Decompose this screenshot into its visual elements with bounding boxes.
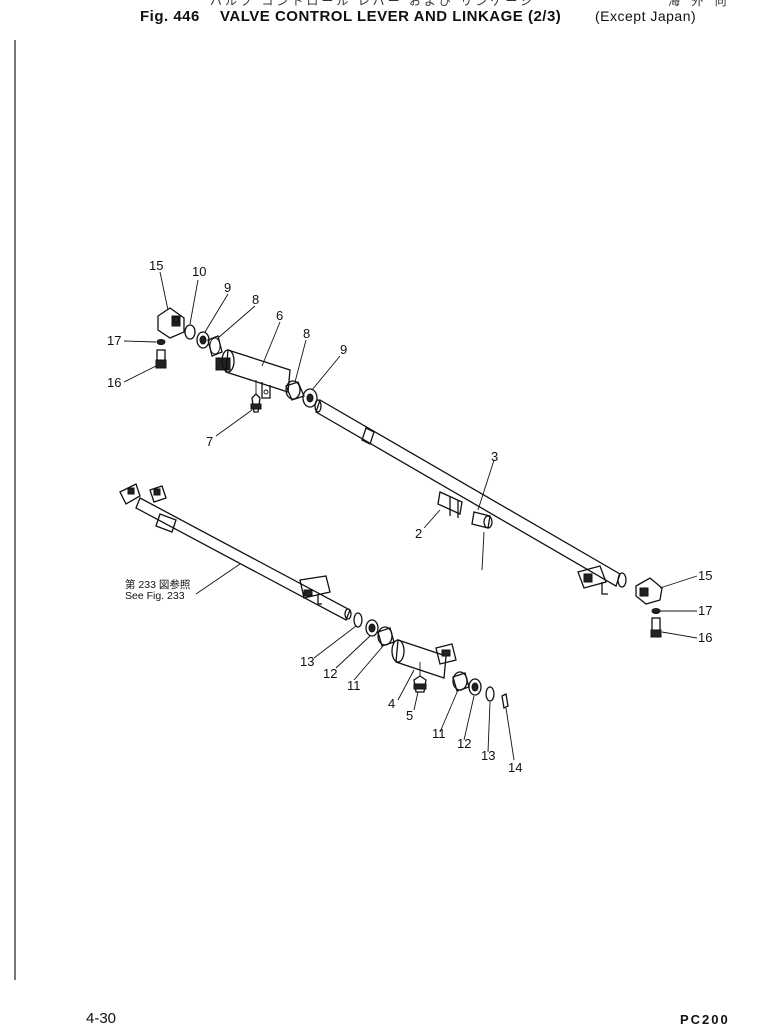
page-header: バルブ コントロール レバー および リンケージ 海 外 向 Fig. 446 … (0, 0, 782, 30)
part-4-lever-housing (391, 639, 457, 679)
japanese-region: 海 外 向 (668, 0, 731, 8)
part-17-washer-left (156, 339, 166, 345)
japanese-title: バルブ コントロール レバー および リンケージ (210, 0, 536, 8)
callout-13-right: 13 (481, 748, 495, 763)
callout-11-right: 11 (432, 726, 446, 741)
part-3-shaft (314, 399, 627, 595)
callout-11-left: 11 (347, 678, 361, 693)
part-2-pin (471, 511, 493, 529)
part-9-bearing-right (302, 388, 318, 408)
reference-japanese: 第 233 図参照 (125, 578, 191, 591)
part-13-washer-left (353, 612, 363, 628)
callout-14: 14 (508, 760, 522, 775)
reference-note: 第 233 図参照 See Fig. 233 (125, 578, 191, 602)
lower-linkage-assembly (119, 483, 509, 709)
callout-labels: 15 10 9 8 6 8 9 17 16 7 3 2 15 17 16 13 … (107, 258, 712, 775)
model-code: PC200 (680, 1012, 730, 1027)
part-16-bolt-left (155, 349, 167, 369)
callout-9-upper-left: 9 (224, 280, 231, 295)
callout-15-right: 15 (698, 568, 712, 583)
part-13-washer-right (485, 686, 495, 702)
callout-8-upper-right: 8 (303, 326, 310, 341)
callout-16-right: 16 (698, 630, 712, 645)
callout-12-right: 12 (457, 736, 471, 751)
callout-17-right: 17 (698, 603, 712, 618)
leader-lines (123, 271, 698, 761)
part-9-bearing-left (196, 331, 210, 349)
callout-10: 10 (192, 264, 206, 279)
callout-13-left: 13 (300, 654, 314, 669)
page-number: 4-30 (86, 1010, 117, 1027)
part-5-grease-fitting (413, 675, 427, 693)
callout-5: 5 (406, 708, 413, 723)
callout-6: 6 (276, 308, 283, 323)
part-12-bearing-left (365, 619, 379, 637)
part-15-clevis-right (635, 577, 663, 605)
callout-9-upper-right: 9 (340, 342, 347, 357)
reference-shaft (119, 483, 352, 621)
callout-2: 2 (415, 526, 422, 541)
part-12-bearing-right (468, 678, 482, 696)
part-11-bushing-right (452, 671, 470, 692)
part-11-bushing-left (377, 626, 395, 647)
callout-12-left: 12 (323, 666, 337, 681)
part-8-bushing-right (285, 380, 305, 401)
region-note: (Except Japan) (595, 8, 697, 24)
callout-8-upper-left: 8 (252, 292, 259, 307)
callout-15-upper: 15 (149, 258, 163, 273)
upper-linkage-assembly (155, 307, 663, 638)
fig-label: Fig. 446 (140, 8, 200, 25)
callout-17-left: 17 (107, 333, 121, 348)
part-16-bolt-right (650, 617, 662, 638)
callout-4: 4 (388, 696, 395, 711)
part-8-bushing-left (207, 335, 223, 357)
part-7-grease-fitting (250, 380, 262, 413)
callout-16-left: 16 (107, 375, 121, 390)
figure-title: VALVE CONTROL LEVER AND LINKAGE (2/3) (220, 8, 562, 25)
callout-3: 3 (491, 449, 498, 464)
left-margin-rule (14, 40, 16, 980)
part-6-lever-housing (215, 349, 291, 399)
reference-english: See Fig. 233 (125, 590, 185, 602)
part-14-snap-ring (501, 693, 509, 709)
part-15-clevis-left (157, 307, 185, 339)
part-10-washer (184, 324, 196, 340)
callout-7: 7 (206, 434, 213, 449)
part-17-washer-right (651, 608, 661, 614)
